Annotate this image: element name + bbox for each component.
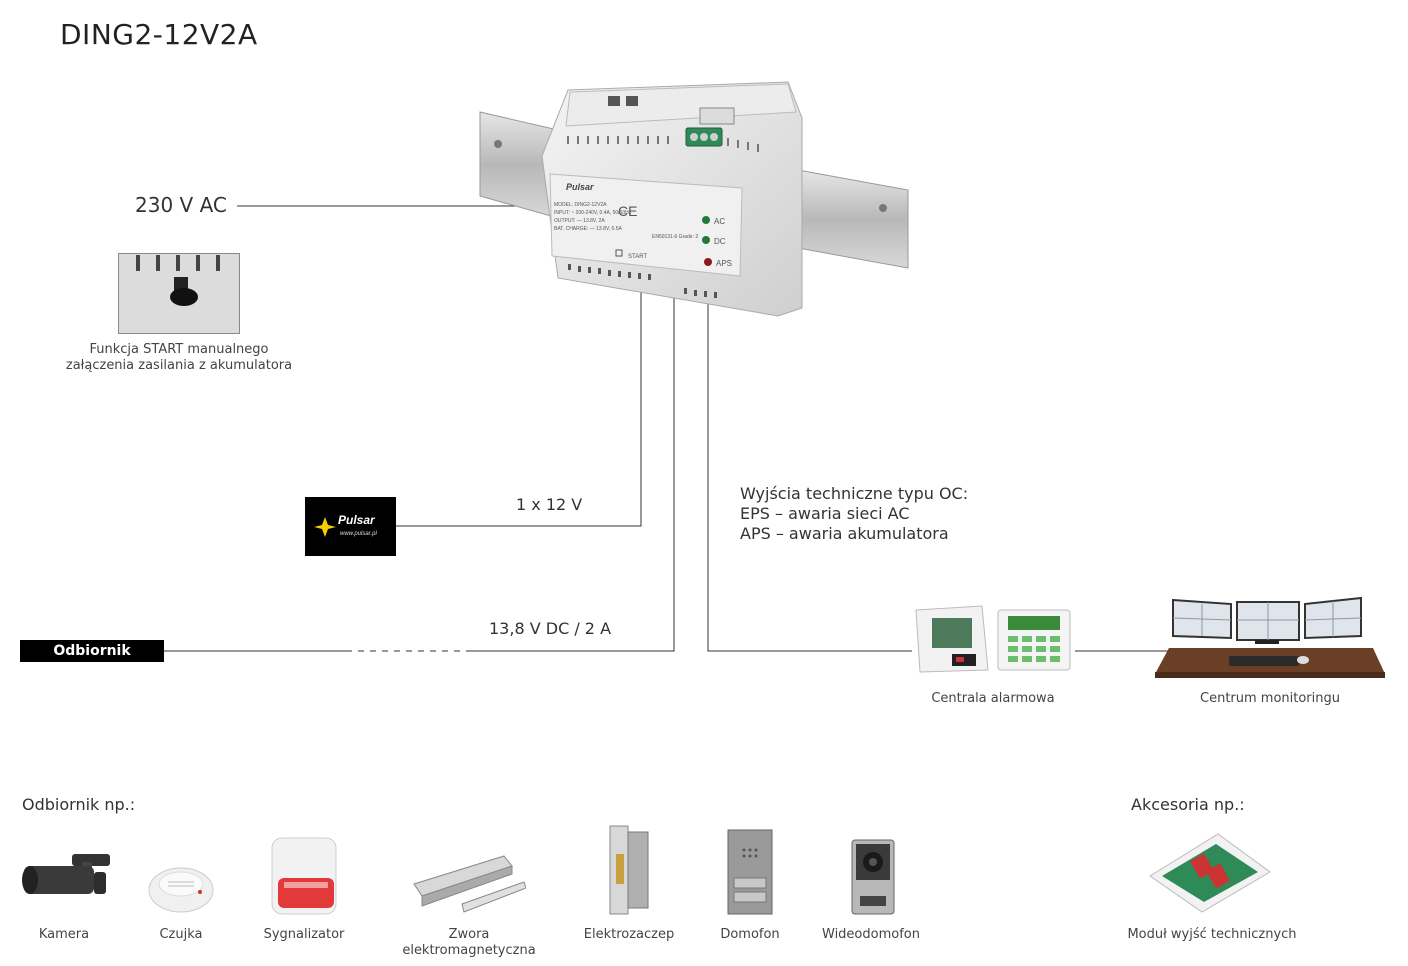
alarm-panel-image	[915, 605, 1071, 673]
start-button-photo	[118, 253, 240, 334]
psu-output-text: OUTPUT: — 13.8V, 2A	[554, 218, 605, 224]
accessory-module-label: Moduł wyjść technicznych	[1127, 927, 1297, 942]
start-button-icon	[615, 249, 623, 257]
receiver-electric-strike-label: Elektrozaczep	[583, 927, 675, 942]
monitoring-center-image	[1155, 596, 1385, 678]
led-dc-label: DC	[714, 237, 726, 246]
start-caption-line-2: załączenia zasilania z akumulatora	[65, 358, 293, 373]
alarm-panel-caption: Centrala alarmowa	[931, 691, 1055, 706]
siren-icon	[271, 837, 337, 915]
monitoring-center-caption: Centrum monitoringu	[1200, 691, 1340, 706]
led-ac-label: AC	[714, 217, 725, 226]
led-aps-label: APS	[716, 259, 732, 268]
keyboard-icon	[1229, 656, 1299, 666]
receiver-magnetic-lock-line-1: Zwora	[448, 927, 490, 942]
receiver-camera-label: Kamera	[38, 927, 90, 942]
receiver-box: Odbiornik	[20, 640, 164, 662]
receiver-door-phone-label: Domofon	[720, 927, 780, 942]
page-title: DING2-12V2A	[60, 18, 258, 51]
led-dc-icon	[702, 236, 710, 244]
magnetic-lock-icon	[413, 855, 526, 913]
door-phone-icon	[727, 829, 773, 915]
oc-aps-line: APS – awaria akumulatora	[740, 524, 949, 543]
led-aps-icon	[704, 258, 712, 266]
output-wire-psu	[470, 290, 675, 652]
psu-standard-text: EN50131-6 Grade: 2	[652, 234, 698, 240]
oc-eps-line: EPS – awaria sieci AC	[740, 504, 910, 523]
oc-outputs-description: Wyjścia techniczne typu OC: EPS – awaria…	[740, 484, 968, 544]
psu-input-text: INPUT: ~ 200-240V, 0.4A, 50/60Hz	[554, 210, 632, 216]
receiver-magnetic-lock-line-2: elektromagnetyczna	[402, 943, 536, 958]
psu-model-text: MODEL: DING2-12V2A	[554, 202, 607, 208]
smoke-detector-icon	[148, 867, 214, 913]
pulsar-logo: Pulsar www.pulsar.pl	[305, 497, 396, 556]
power-supply-unit: Pulsar MODEL: DING2-12V2A INPUT: ~ 200-2…	[479, 81, 909, 317]
ce-mark-icon: CE	[618, 203, 637, 219]
psu-brand: Pulsar	[566, 182, 594, 192]
accessories-heading: Akcesoria np.:	[1131, 795, 1245, 814]
camera-icon	[22, 854, 110, 894]
psu-battery-text: BAT. CHARGE: — 13.8V, 0.5A	[554, 226, 622, 232]
receiver-siren-label: Sygnalizator	[263, 927, 345, 942]
ac-input-label: 230 V AC	[135, 193, 227, 217]
receiver-video-door-phone-label: Wideodomofon	[822, 927, 920, 942]
battery-label: 1 x 12 V	[516, 495, 583, 514]
battery-wire	[396, 290, 642, 527]
video-door-phone-icon	[851, 839, 895, 915]
start-function-caption: Funkcja START manualnego załączenia zasi…	[60, 342, 298, 374]
psu-start-label: START	[628, 254, 647, 260]
oc-outputs-heading: Wyjścia techniczne typu OC:	[740, 484, 969, 503]
din-rail-right	[797, 169, 909, 269]
pulsar-logo-text: Pulsar	[338, 513, 376, 527]
receiver-detector-label: Czujka	[159, 927, 203, 942]
output-label: 13,8 V DC / 2 A	[489, 619, 612, 638]
receivers-heading: Odbiornik np.:	[22, 795, 136, 814]
led-ac-icon	[702, 216, 710, 224]
receiver-magnetic-lock-label: Zwora elektromagnetyczna	[398, 927, 540, 959]
oc-output-wire	[707, 300, 912, 652]
technical-outputs-module-icon	[1149, 833, 1271, 913]
start-caption-line-1: Funkcja START manualnego	[89, 342, 269, 357]
electric-strike-icon	[609, 825, 649, 915]
pulsar-logo-url: www.pulsar.pl	[340, 531, 377, 537]
